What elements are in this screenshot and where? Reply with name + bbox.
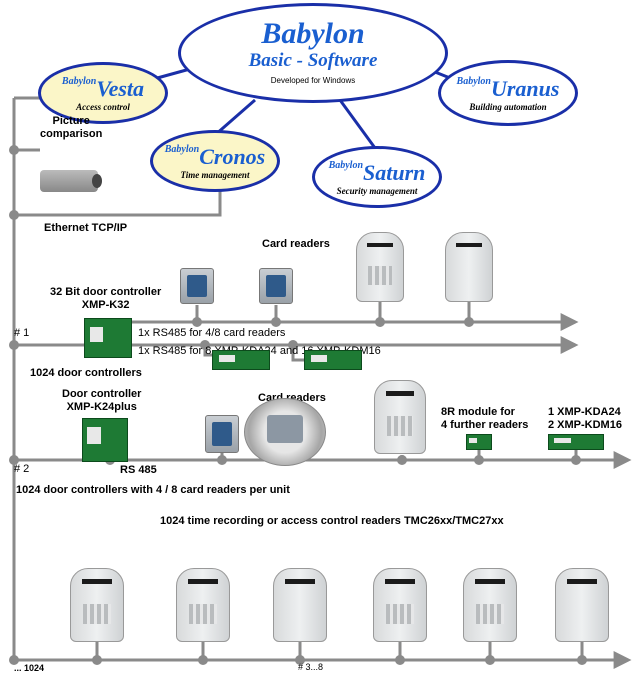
junction-dot <box>9 145 19 155</box>
cronos-prefix: Babylon <box>164 144 200 155</box>
vesta-desc: Access control <box>76 102 130 112</box>
module-8r-label: 8R module for 4 further readers <box>441 406 529 431</box>
terminal-reader-icon <box>374 380 426 454</box>
time-terminal-icon <box>176 568 230 642</box>
vesta-ellipse: BabylonVesta Access control <box>38 62 168 124</box>
door-controllers-with-label: 1024 door controllers with 4 / 8 card re… <box>16 484 290 496</box>
junction-dot <box>9 455 19 465</box>
uranus-desc: Building automation <box>469 102 547 112</box>
picture-comparison-label: Picture comparison <box>40 115 103 140</box>
bus1-number: # 1 <box>14 327 30 339</box>
bus2-number: # 2 <box>14 463 30 475</box>
card-reader-icon <box>205 415 239 453</box>
kda24-board-icon <box>548 434 604 450</box>
terminal-reader-icon <box>356 232 404 302</box>
babylon-main-ellipse: Babylon Basic - Software Developed for W… <box>178 3 448 103</box>
cronos-name: Cronos <box>199 144 266 169</box>
camera-lens-icon <box>92 174 102 188</box>
bottom-left-label: ... 1024 <box>14 663 45 673</box>
link-saturn <box>338 99 377 149</box>
module-8r-board-icon <box>466 434 492 450</box>
junction-dot <box>9 340 19 350</box>
time-terminal-icon <box>373 568 427 642</box>
main-title: Babylon <box>261 17 365 50</box>
time-terminal-icon <box>555 568 609 642</box>
time-terminal-icon <box>70 568 124 642</box>
card-reader-icon <box>180 268 214 304</box>
main-note: Developed for Windows <box>270 76 356 85</box>
kda-kdm-label: 1 XMP-KDA24 2 XMP-KDM16 <box>548 406 622 431</box>
kda-board-icon <box>212 350 270 370</box>
junction-dot <box>9 210 19 220</box>
controller-k24-label: Door controller XMP-K24plus <box>62 388 142 413</box>
kdm-board-icon <box>304 350 362 370</box>
camera-icon <box>40 170 98 192</box>
xmp-k32-board-icon <box>84 318 132 358</box>
time-recording-label: 1024 time recording or access control re… <box>160 515 504 527</box>
link-cronos <box>214 98 256 137</box>
time-terminal-icon <box>273 568 327 642</box>
round-card-reader-icon <box>244 398 326 466</box>
saturn-ellipse: BabylonSaturn Security management <box>312 146 442 208</box>
uranus-name: Uranus <box>490 76 560 101</box>
vesta-prefix: Babylon <box>61 76 97 87</box>
cronos-ellipse: BabylonCronos Time management <box>150 130 280 192</box>
junction-dot <box>9 655 19 665</box>
uranus-ellipse: BabylonUranus Building automation <box>438 60 578 126</box>
time-terminal-icon <box>463 568 517 642</box>
card-readers-label-1: Card readers <box>262 238 330 250</box>
cronos-desc: Time management <box>180 170 250 180</box>
bottom-mid-label: # 3...8 <box>298 662 324 672</box>
saturn-prefix: Babylon <box>328 160 364 171</box>
saturn-desc: Security management <box>336 186 418 196</box>
ethernet-label: Ethernet TCP/IP <box>44 222 128 234</box>
vesta-name: Vesta <box>96 76 145 101</box>
card-reader-icon <box>259 268 293 304</box>
terminal-reader-icon <box>445 232 493 302</box>
saturn-name: Saturn <box>363 160 426 185</box>
rs485-a-label: 1x RS485 for 4/8 card readers <box>138 327 286 339</box>
door-controllers-1024-label: 1024 door controllers <box>30 367 142 379</box>
main-subtitle: Basic - Software <box>248 50 378 71</box>
xmp-k24plus-board-icon <box>82 418 128 462</box>
uranus-prefix: Babylon <box>456 76 491 87</box>
controller-32-label: 32 Bit door controller XMP-K32 <box>50 286 162 311</box>
rs485-label: RS 485 <box>120 464 157 476</box>
